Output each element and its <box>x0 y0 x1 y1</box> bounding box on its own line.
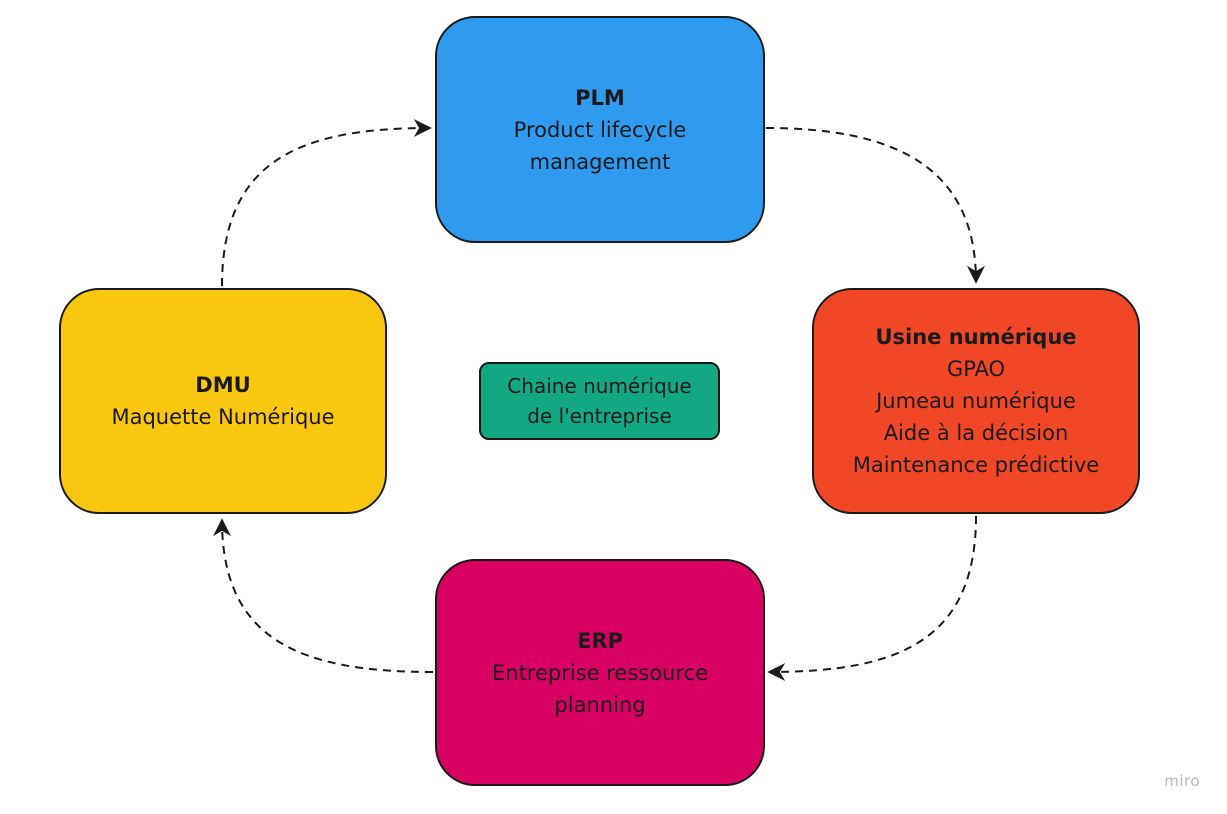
usine-line-3: Aide à la décision <box>883 421 1069 445</box>
center-line-2: de l'entreprise <box>527 404 672 428</box>
arrow-dmu-to-plm <box>221 119 432 287</box>
usine-title: Usine numérique <box>875 325 1077 349</box>
erp-node[interactable]: ERP Entreprise ressource planning <box>435 559 765 786</box>
chaine-numerique-label[interactable]: Chaine numérique de l'entreprise <box>479 362 720 440</box>
plm-title: PLM <box>575 85 625 110</box>
erp-title: ERP <box>577 628 623 653</box>
erp-line-1: Entreprise ressource <box>491 660 708 685</box>
dmu-line-1: Maquette Numérique <box>111 405 335 429</box>
dmu-node[interactable]: DMU Maquette Numérique <box>59 288 387 514</box>
arrow-erp-to-dmu <box>213 518 434 673</box>
erp-line-2: planning <box>554 692 646 717</box>
usine-line-2: Jumeau numérique <box>876 389 1076 413</box>
plm-line-2: management <box>529 149 671 174</box>
usine-numerique-node[interactable]: Usine numérique GPAO Jumeau numérique Ai… <box>812 288 1140 514</box>
usine-line-4: Maintenance prédictive <box>852 453 1100 477</box>
plm-line-1: Product lifecycle <box>513 117 687 142</box>
plm-node[interactable]: PLM Product lifecycle management <box>435 16 765 243</box>
center-line-1: Chaine numérique <box>507 374 692 398</box>
usine-line-1: GPAO <box>946 357 1006 381</box>
arrow-plm-to-usine <box>765 127 985 284</box>
arrow-usine-to-erp <box>767 515 977 681</box>
dmu-title: DMU <box>195 373 251 397</box>
miro-watermark: miro <box>1164 772 1200 790</box>
